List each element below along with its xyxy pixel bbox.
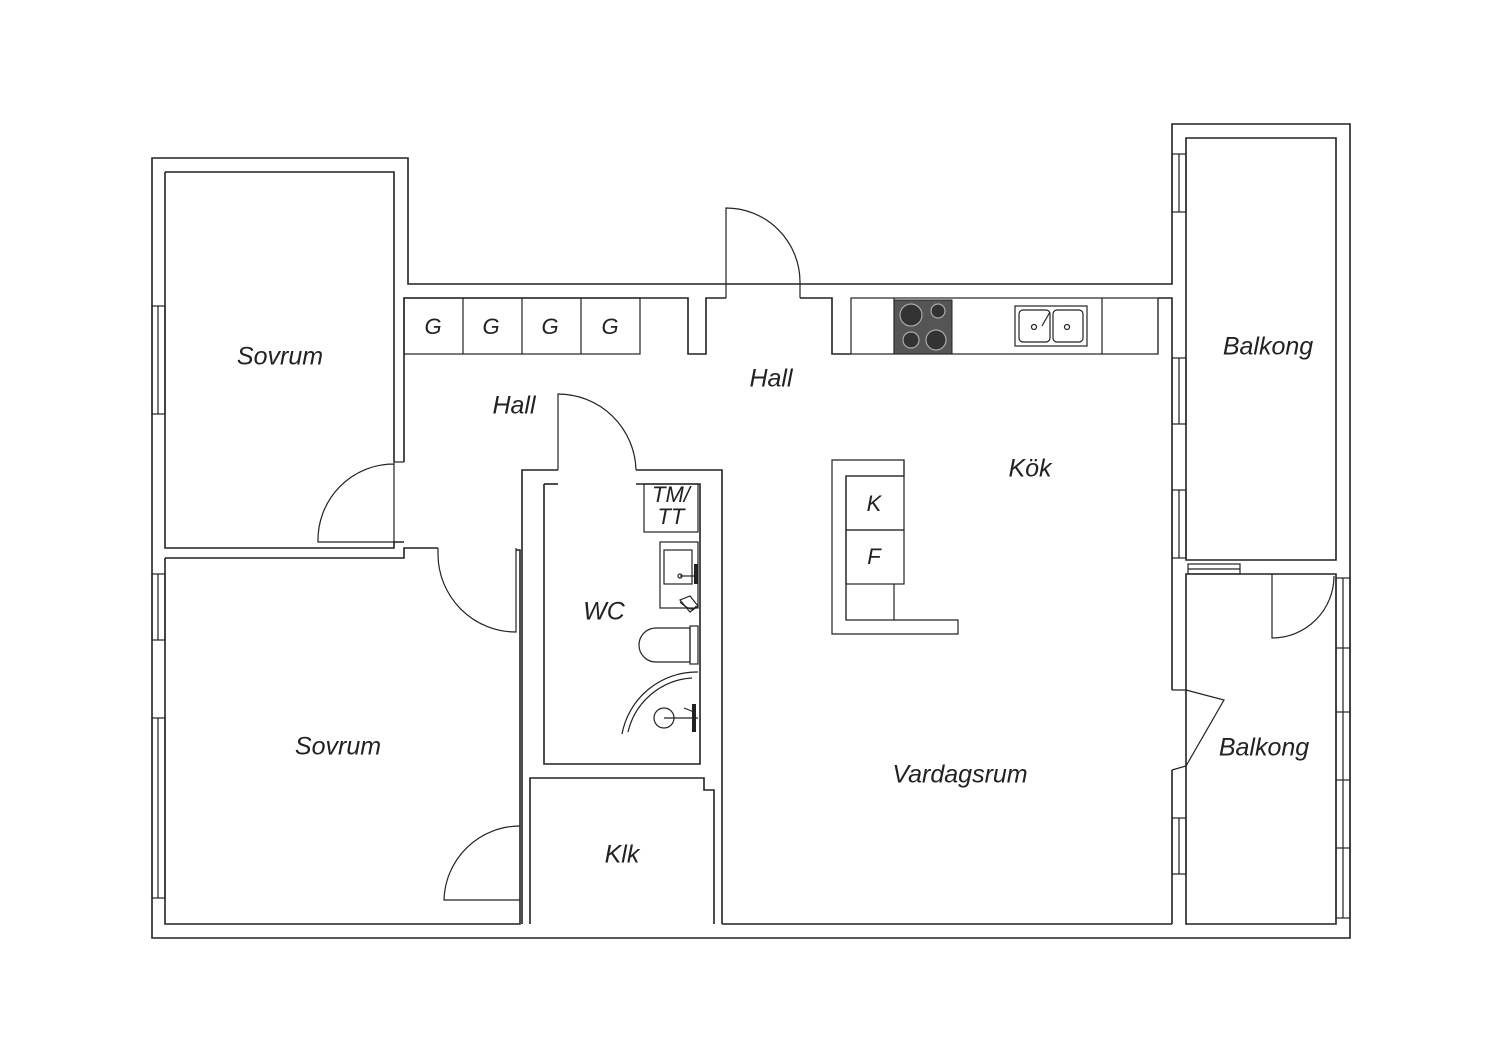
- front-door: [725, 207, 801, 298]
- washer-dryer-label-line1: TM/: [652, 482, 692, 507]
- kitchen-sink-icon: [1014, 305, 1088, 347]
- room-label-balcony-top: Balkong: [1223, 333, 1313, 361]
- wardrobe-label: G: [424, 314, 441, 339]
- bedroom-bottom-door: [437, 548, 517, 633]
- room-label-hall-center: Hall: [749, 365, 794, 393]
- room-label-balcony-bottom: Balkong: [1219, 734, 1309, 762]
- fridge-freezer-unit: K F: [831, 459, 959, 635]
- wc-door: [557, 393, 637, 471]
- kitchen-counter: [850, 297, 1159, 355]
- bathroom-sink-icon: [659, 541, 699, 609]
- outer-walls: [151, 123, 1351, 939]
- fridge-label: K: [867, 491, 883, 516]
- wc-fixtures: TM/ TT: [621, 482, 699, 735]
- closet-door: [443, 825, 521, 901]
- room-label-bedroom-top: Sovrum: [237, 343, 323, 371]
- room-label-kitchen: Kök: [1008, 455, 1053, 483]
- shower-icon: [621, 671, 699, 735]
- room-labels: Sovrum Sovrum Hall Hall WC Klk Kök Varda…: [237, 333, 1313, 869]
- room-label-hall-left: Hall: [492, 392, 537, 420]
- windows: [151, 153, 1351, 919]
- bedroom-top-door: [317, 462, 395, 543]
- room-label-bedroom-bottom: Sovrum: [295, 733, 381, 761]
- doors: [317, 207, 1335, 901]
- toilet-icon: [638, 595, 699, 665]
- room-label-wc: WC: [583, 598, 626, 626]
- room-label-closet: Klk: [605, 841, 641, 869]
- freezer-label: F: [867, 544, 882, 569]
- living-balcony-door: [1171, 689, 1225, 771]
- wardrobes: G G G G: [403, 297, 641, 355]
- wardrobe-label: G: [601, 314, 618, 339]
- wardrobe-label: G: [482, 314, 499, 339]
- balcony-door: [1271, 574, 1335, 639]
- wardrobe-label: G: [541, 314, 558, 339]
- washer-dryer-label-line2: TT: [658, 504, 686, 529]
- room-label-living-room: Vardagsrum: [892, 761, 1027, 789]
